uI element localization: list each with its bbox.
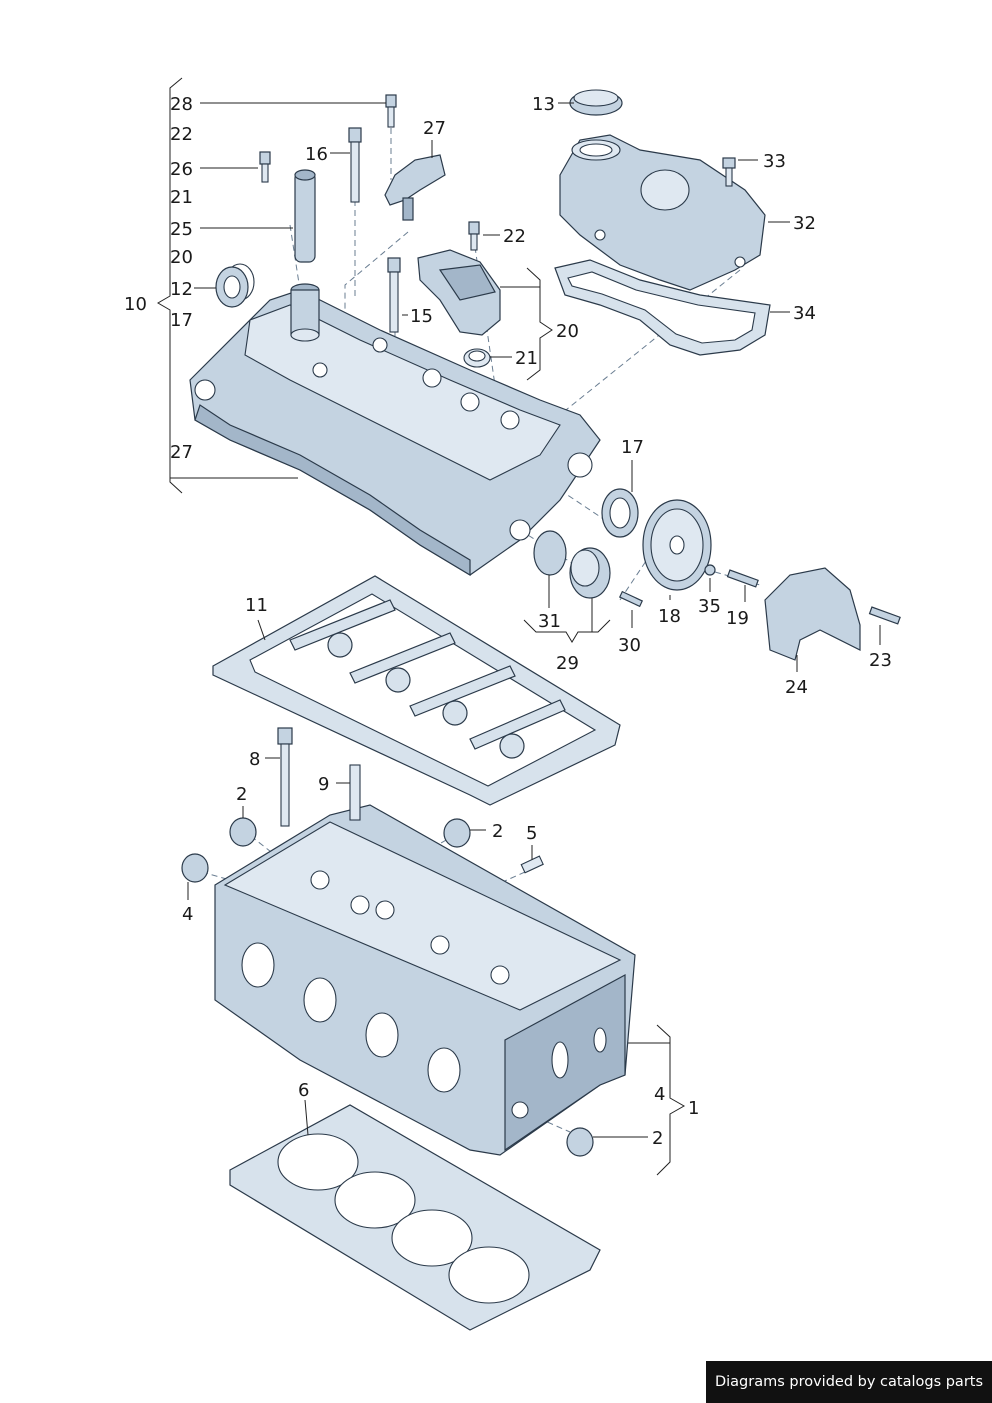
label-27: 27 <box>423 118 446 139</box>
label-4-right: 4 <box>654 1084 665 1105</box>
label-17: 17 <box>621 437 644 458</box>
label-24: 24 <box>785 677 808 698</box>
label-1: 1 <box>688 1098 699 1119</box>
label-6: 6 <box>298 1080 309 1101</box>
label-20: 20 <box>556 321 579 342</box>
label-17-left: 17 <box>170 310 193 331</box>
credit-text: Diagrams provided by catalogs parts <box>714 1374 984 1390</box>
upper-small-parts <box>259 94 501 368</box>
label-35: 35 <box>698 596 721 617</box>
bracket-group-20 <box>500 267 553 381</box>
label-27-left: 27 <box>170 442 193 463</box>
label-16: 16 <box>305 144 328 165</box>
timing-side-parts <box>533 488 901 661</box>
bracket-group-1 <box>628 1024 686 1176</box>
label-12: 12 <box>170 279 193 300</box>
vent-housing <box>554 89 771 356</box>
leader-lines <box>187 102 881 1138</box>
label-22-left: 22 <box>170 124 193 145</box>
label-29: 29 <box>556 653 579 674</box>
label-11: 11 <box>245 595 268 616</box>
label-21-left: 21 <box>170 187 193 208</box>
label-22: 22 <box>503 226 526 247</box>
label-26: 26 <box>170 159 193 180</box>
head-gasket <box>229 1104 601 1331</box>
cylinder-head <box>181 727 636 1157</box>
label-2-upper-right: 2 <box>492 821 503 842</box>
label-33: 33 <box>763 151 786 172</box>
bracket-group-10 <box>157 77 298 494</box>
label-8: 8 <box>249 749 260 770</box>
label-34: 34 <box>793 303 816 324</box>
label-21: 21 <box>515 348 538 369</box>
cover-gasket <box>212 575 621 806</box>
label-28: 28 <box>170 94 193 115</box>
label-4-left: 4 <box>182 904 193 925</box>
label-18: 18 <box>658 606 681 627</box>
credit-banner: Diagrams provided by catalogs parts <box>706 1361 992 1403</box>
label-9: 9 <box>318 774 329 795</box>
camshaft-housing <box>189 263 601 577</box>
label-10: 10 <box>124 294 147 315</box>
label-20-left: 20 <box>170 247 193 268</box>
label-2-upper-left: 2 <box>236 784 247 805</box>
label-13: 13 <box>532 94 555 115</box>
label-31: 31 <box>538 611 561 632</box>
bracket-group-29 <box>523 619 611 643</box>
label-30: 30 <box>618 635 641 656</box>
label-2-lower: 2 <box>652 1128 663 1149</box>
label-5: 5 <box>526 823 537 844</box>
label-32: 32 <box>793 213 816 234</box>
label-23: 23 <box>869 650 892 671</box>
callout-labels: 28 22 26 21 25 20 12 10 17 27 16 27 22 1… <box>124 94 892 1149</box>
label-15: 15 <box>410 306 433 327</box>
label-25: 25 <box>170 219 193 240</box>
label-19: 19 <box>726 608 749 629</box>
